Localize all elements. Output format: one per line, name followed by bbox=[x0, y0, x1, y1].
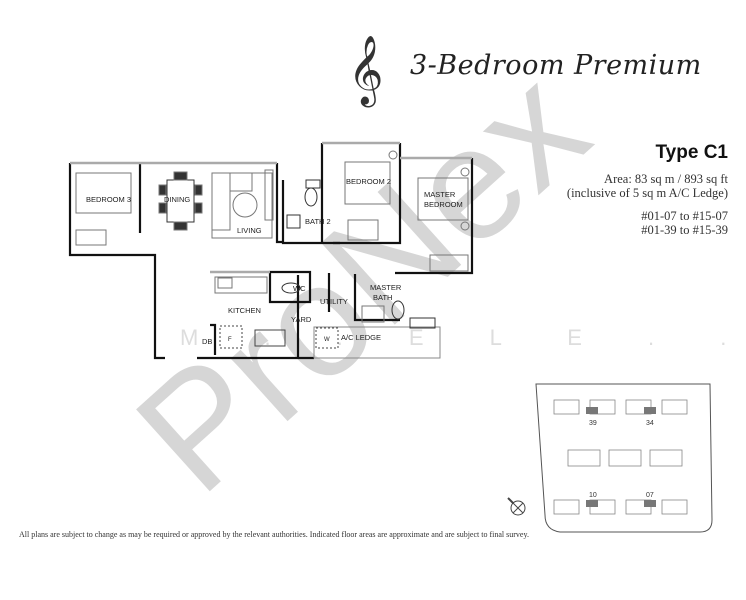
room-label-dining: DINING bbox=[164, 195, 190, 204]
room-label-bedroom3: BEDROOM 3 bbox=[86, 195, 131, 204]
room-label-db: DB bbox=[202, 337, 212, 346]
fridge-label: F bbox=[228, 337, 232, 343]
page-title: 3-Bedroom Premium bbox=[410, 50, 702, 81]
room-label-bedroom2: BEDROOM 2 bbox=[346, 177, 391, 186]
room-label-utility: UTILITY bbox=[320, 297, 348, 306]
room-label-bath2: BATH 2 bbox=[305, 217, 331, 226]
room-label-yard: YARD bbox=[291, 315, 312, 324]
washer-label: W bbox=[324, 337, 330, 343]
unit-range-2: #01-39 to #15-39 bbox=[641, 223, 728, 237]
treble-clef-icon: 𝄞 bbox=[348, 35, 384, 105]
room-label-wc: WC bbox=[293, 284, 306, 293]
room-label-ac-ledge: A/C LEDGE bbox=[341, 333, 381, 342]
unit-area: Area: 83 sq m / 893 sq ft bbox=[604, 172, 728, 186]
wall bbox=[68, 163, 165, 360]
wall bbox=[210, 323, 217, 355]
room-label-master-bedroom-2: BEDROOM bbox=[424, 200, 463, 209]
wall bbox=[268, 270, 312, 304]
unit-ledge-note: (inclusive of 5 sq m A/C Ledge) bbox=[566, 186, 728, 200]
unit-range-1: #01-07 to #15-07 bbox=[641, 209, 728, 223]
wall bbox=[395, 158, 474, 275]
room-label-master-bedroom-1: MASTER bbox=[424, 190, 456, 199]
key-plan-label-10: 10 bbox=[589, 492, 597, 499]
wall bbox=[275, 163, 283, 244]
compass-north-icon bbox=[507, 497, 526, 516]
room-label-living: LIVING bbox=[237, 226, 262, 235]
wall bbox=[281, 180, 340, 245]
key-plan-label-34: 34 bbox=[646, 420, 654, 427]
unit-type-label: Type C1 bbox=[655, 142, 728, 163]
room-label-master-bath-1: MASTER bbox=[370, 283, 402, 292]
wall bbox=[333, 143, 402, 245]
key-plan-label-07: 07 bbox=[646, 492, 654, 499]
disclaimer: All plans are subject to change as may b… bbox=[19, 530, 529, 539]
room-label-master-bath-2: BATH bbox=[373, 293, 392, 302]
key-plan: 39 34 10 07 bbox=[507, 383, 713, 533]
wall bbox=[353, 274, 400, 322]
room-label-kitchen: KITCHEN bbox=[228, 306, 261, 315]
key-plan-label-39: 39 bbox=[589, 420, 597, 427]
